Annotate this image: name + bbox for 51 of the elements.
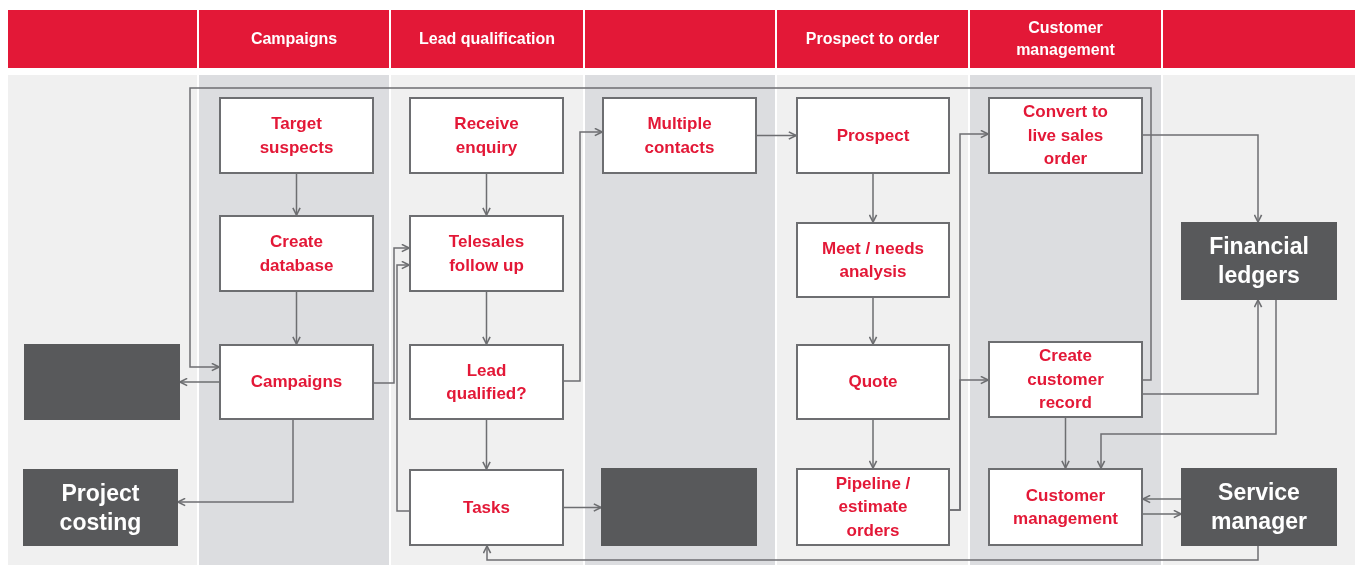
system-box: Project costing	[23, 469, 178, 546]
arrow	[482, 419, 491, 470]
column-header	[8, 10, 197, 68]
column-header	[585, 10, 775, 68]
arrow	[292, 173, 301, 216]
arrow	[292, 291, 301, 345]
column-header: Prospect to order	[777, 10, 968, 68]
arrow	[868, 173, 878, 223]
arrow	[189, 87, 1152, 381]
arrow	[177, 419, 294, 507]
column-header	[1163, 10, 1355, 68]
process-box: Create customer record	[988, 341, 1143, 418]
arrow	[1096, 299, 1277, 469]
process-box: Receive enquiry	[409, 97, 564, 174]
arrow	[563, 503, 602, 512]
process-box: Create database	[219, 215, 374, 292]
process-box: Telesales follow up	[409, 215, 564, 292]
arrow	[482, 545, 1259, 561]
process-box: Meet / needs analysis	[796, 222, 950, 298]
arrow	[1142, 509, 1182, 519]
system-box	[601, 468, 757, 546]
arrow	[1061, 417, 1070, 469]
arrow	[563, 127, 603, 382]
arrow	[949, 375, 989, 511]
arrow	[179, 377, 220, 387]
arrow	[868, 297, 878, 345]
process-box: Target suspects	[219, 97, 374, 174]
arrow	[756, 131, 797, 140]
arrow	[373, 243, 410, 384]
system-box: Financial ledgers	[1181, 222, 1337, 300]
process-box: Lead qualified?	[409, 344, 564, 420]
process-box: Customer management	[988, 468, 1143, 546]
process-box: Pipeline / estimate orders	[796, 468, 950, 546]
process-box: Multiple contacts	[602, 97, 757, 174]
system-box	[24, 344, 180, 420]
arrow	[482, 291, 491, 345]
process-box: Convert to live sales order	[988, 97, 1143, 174]
arrow	[1142, 134, 1263, 223]
arrow	[868, 419, 878, 469]
system-box: Service manager	[1181, 468, 1337, 546]
arrow	[396, 260, 410, 512]
column-header: Customer management	[970, 10, 1161, 68]
arrow	[1142, 299, 1263, 395]
arrow	[1142, 494, 1182, 504]
arrow	[482, 173, 491, 216]
column-header: Campaigns	[199, 10, 389, 68]
process-box: Quote	[796, 344, 950, 420]
process-box: Tasks	[409, 469, 564, 546]
column-header: Lead qualification	[391, 10, 583, 68]
process-box: Campaigns	[219, 344, 374, 420]
process-box: Prospect	[796, 97, 950, 174]
